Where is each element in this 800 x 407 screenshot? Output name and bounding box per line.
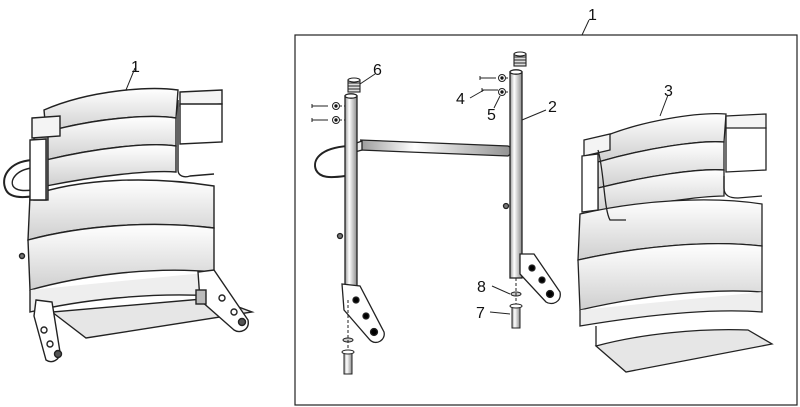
end-cap-parts (347, 51, 527, 93)
callout-screw: 4 (456, 91, 465, 108)
leader-line (493, 95, 501, 109)
leader-line (489, 311, 511, 315)
callout-tube: 2 (548, 99, 557, 116)
leader-line (491, 285, 511, 295)
callout-upholstery: 3 (664, 83, 673, 100)
screw-washer-parts (311, 74, 510, 124)
callout-assembly-frame: 1 (588, 7, 597, 24)
leader-line (659, 94, 669, 117)
leader-line (125, 67, 136, 91)
upholstery-backrest (577, 113, 774, 373)
callout-spacer: 8 (477, 279, 486, 296)
leader-line (469, 89, 485, 99)
callout-washer: 5 (487, 107, 496, 124)
callout-pin: 7 (476, 305, 485, 322)
assembled-backrest (3, 87, 255, 363)
spacer-pin-parts (341, 278, 523, 375)
leader-line (521, 109, 547, 121)
callout-cap: 6 (373, 62, 382, 79)
callout-assembly-left: 1 (131, 59, 140, 76)
exploded-view-frame (294, 34, 798, 406)
leader-line (359, 73, 376, 85)
frame-tubes (314, 69, 561, 344)
leader-line (581, 19, 590, 36)
